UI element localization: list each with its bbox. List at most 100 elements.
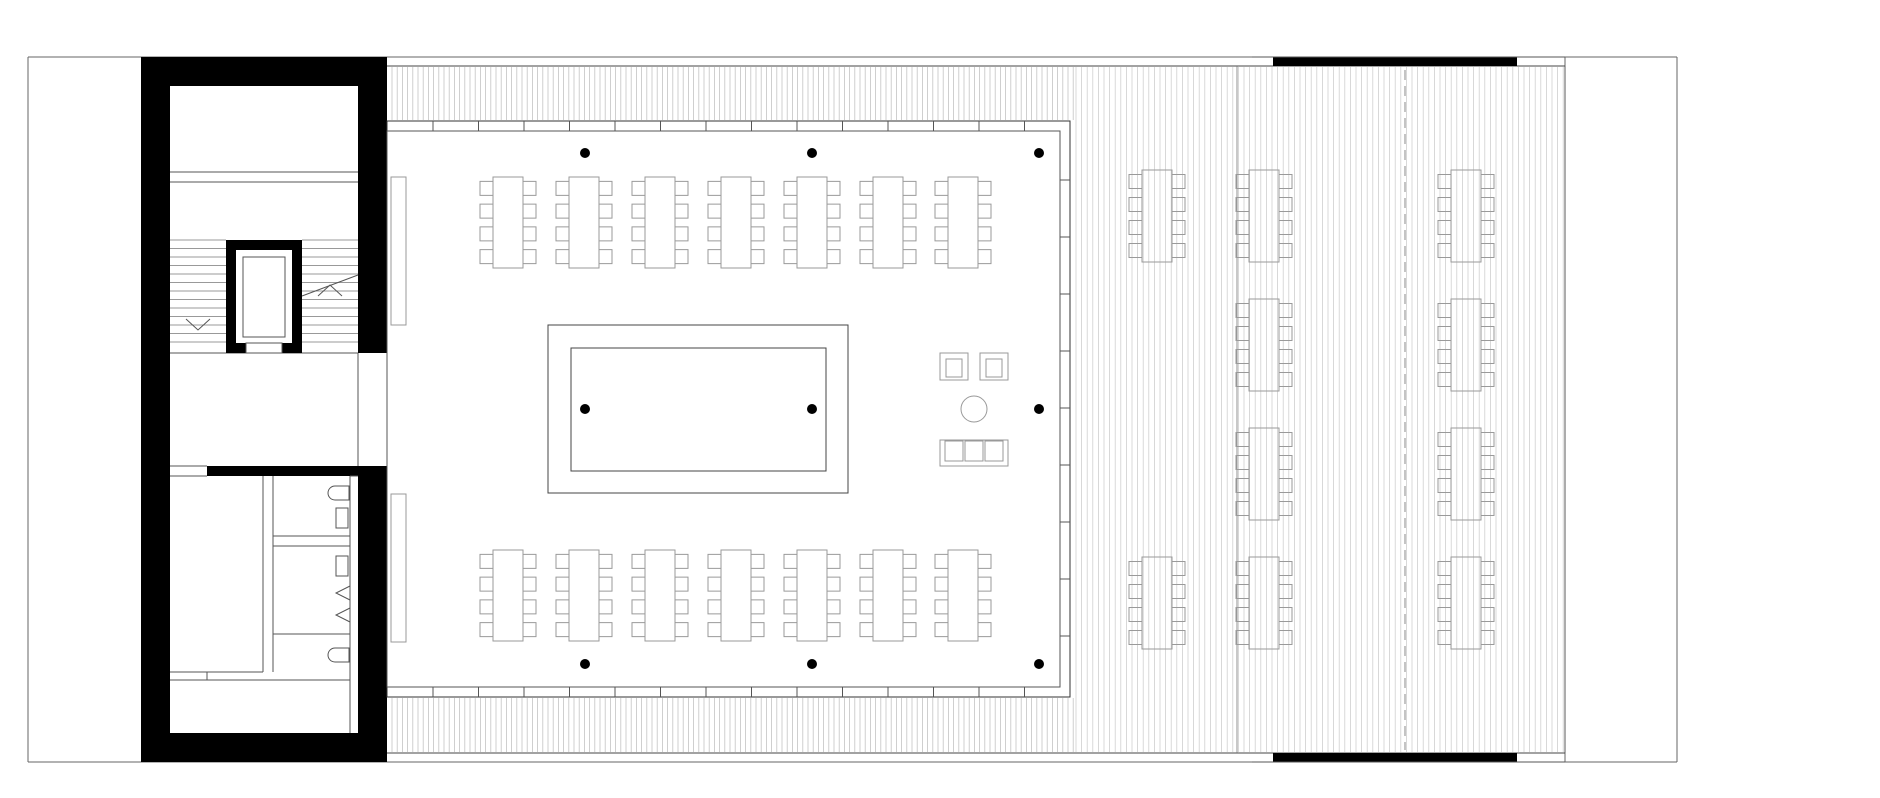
chair (707, 226, 722, 242)
chair (1437, 432, 1452, 447)
chair (750, 599, 765, 615)
chair (555, 249, 570, 265)
chair (934, 599, 949, 615)
chair (598, 249, 613, 265)
chair (707, 553, 722, 569)
chair (555, 599, 570, 615)
chair (1480, 372, 1495, 387)
chair (1437, 478, 1452, 493)
chair (902, 622, 917, 638)
chair (1437, 220, 1452, 235)
structural-columns (580, 148, 1044, 669)
chair (783, 249, 798, 265)
chair (783, 553, 798, 569)
wc-urinal-2 (334, 607, 351, 623)
table-with-chairs (934, 176, 992, 269)
chair (1235, 455, 1250, 470)
table-with-chairs (1235, 169, 1293, 263)
chair (1437, 349, 1452, 364)
chair (1128, 174, 1143, 189)
chair (859, 226, 874, 242)
chair (674, 576, 689, 592)
chair (1128, 561, 1143, 576)
chair (1171, 561, 1186, 576)
table (796, 176, 828, 269)
hall-tables (479, 176, 992, 642)
chair (1480, 455, 1495, 470)
chair (750, 576, 765, 592)
chair (1437, 455, 1452, 470)
column (807, 404, 817, 414)
chair (1480, 561, 1495, 576)
chair (859, 622, 874, 638)
chair (1128, 607, 1143, 622)
chair (1235, 432, 1250, 447)
chair (1437, 243, 1452, 258)
chair (555, 226, 570, 242)
table-with-chairs (859, 549, 917, 642)
chair (522, 622, 537, 638)
table-with-chairs (707, 549, 765, 642)
site-outline (27, 56, 1678, 763)
table-with-chairs (1437, 427, 1495, 521)
armchair-left (939, 352, 969, 381)
chair (859, 553, 874, 569)
deck-planks-top (391, 67, 1074, 120)
chair (902, 203, 917, 219)
chair (1278, 243, 1293, 258)
chair (826, 553, 841, 569)
chair (479, 203, 494, 219)
column (1034, 148, 1044, 158)
chair (479, 622, 494, 638)
chair (1480, 630, 1495, 645)
chair (707, 203, 722, 219)
table (872, 176, 904, 269)
chair (1235, 326, 1250, 341)
chair (1480, 220, 1495, 235)
chair (1437, 197, 1452, 212)
chair (555, 180, 570, 196)
wc-block (170, 475, 358, 733)
chair (750, 226, 765, 242)
table-with-chairs (631, 176, 689, 269)
chair (902, 553, 917, 569)
chair (1437, 630, 1452, 645)
chair (631, 553, 646, 569)
deck-planks-bottom (391, 698, 1074, 752)
chair (1480, 607, 1495, 622)
chair (1480, 197, 1495, 212)
chair (826, 576, 841, 592)
chair (934, 203, 949, 219)
chair (1278, 197, 1293, 212)
table-with-chairs (1437, 298, 1495, 392)
table (1450, 298, 1482, 392)
chair (1480, 243, 1495, 258)
chair (750, 203, 765, 219)
chair (707, 599, 722, 615)
table (1450, 169, 1482, 263)
chair (1437, 501, 1452, 516)
table-with-chairs (479, 549, 537, 642)
chair (934, 622, 949, 638)
parapet-top (1273, 57, 1517, 66)
chair (1128, 243, 1143, 258)
chair (1278, 326, 1293, 341)
chair (977, 599, 992, 615)
table-with-chairs (859, 176, 917, 269)
table-with-chairs (1235, 556, 1293, 650)
chair (783, 203, 798, 219)
chair (1278, 501, 1293, 516)
chair (1437, 561, 1452, 576)
chair (783, 599, 798, 615)
column (580, 148, 590, 158)
table (1248, 427, 1280, 521)
armchair-right (979, 352, 1009, 381)
chair (1235, 197, 1250, 212)
table-with-chairs (1437, 556, 1495, 650)
chair (902, 226, 917, 242)
parapet-bottom (1273, 753, 1517, 762)
stair-core (170, 171, 359, 354)
chair (598, 599, 613, 615)
chair (826, 249, 841, 265)
chair (977, 249, 992, 265)
